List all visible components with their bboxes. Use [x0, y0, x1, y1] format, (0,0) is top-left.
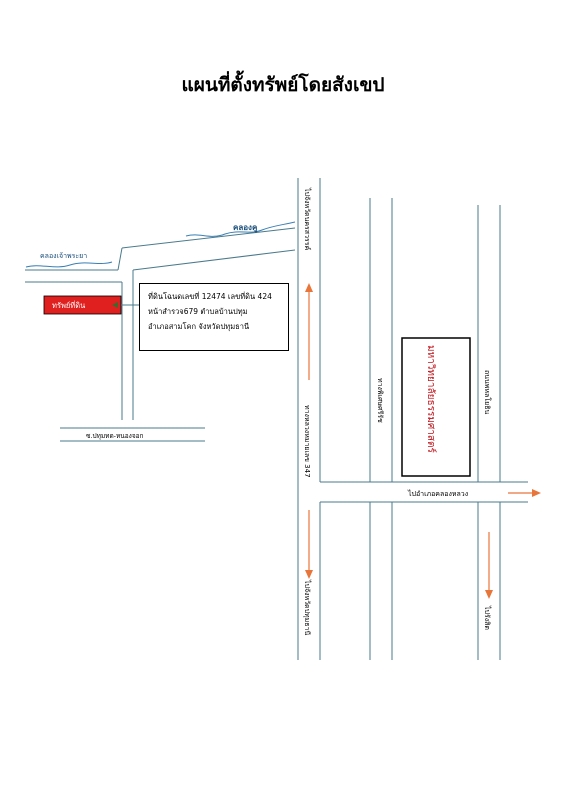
- info-line-district: อำเภอสามโคก จังหวัดปทุมธานี: [148, 322, 250, 331]
- arrow-down-rangsit-icon: [485, 590, 493, 599]
- to-nakhon-sawan-label: ไปจังหวัดนครสวรรค์: [303, 187, 312, 251]
- direction-arrows: [305, 283, 541, 599]
- university-label: มหาวิทยาลัยธรรมศาสตร์: [425, 345, 437, 453]
- info-line-deed: ที่ดินโฉนดเลขที่ 12474 เลขที่ดิน 424: [148, 292, 272, 301]
- road-lines-east: [320, 198, 528, 660]
- river-label: คลองเจ้าพระยา: [40, 252, 87, 260]
- canal-label: คลองคู: [233, 223, 257, 233]
- river-water-line: [25, 261, 113, 268]
- road-rangsit-label: ถนนพหลโยธิน: [483, 370, 492, 414]
- to-khlong-luang-label: ไปอำเภอคลองหลวง: [407, 489, 468, 498]
- to-pathum-thani-label: ไปจังหวัดปทุมธานี: [303, 579, 312, 635]
- info-line-survey: หน้าสำรวจ679 ตำบลบ้านปทุม: [148, 307, 248, 316]
- property-label: ทรัพย์ที่ดิน: [52, 300, 85, 310]
- road-talingchan-label: ทางพิเศษศรีรัช: [376, 378, 384, 423]
- soi-label: ซ.ปทุมทด-หนองจอก: [86, 432, 144, 440]
- university-box: [401, 337, 471, 477]
- to-rangsit-label: ไปรังสิต: [483, 605, 492, 630]
- property-pointer-icon: [112, 302, 118, 308]
- road-347-label: ทางหลวงหมายเลข 347: [303, 405, 311, 478]
- arrow-down-icon: [305, 570, 313, 579]
- arrow-right-icon: [532, 489, 541, 497]
- page-title: แผนที่ตั้งทรัพย์โดยสังเขป: [181, 74, 385, 96]
- canal-water-line: [185, 221, 296, 237]
- road-lines-west: [25, 227, 296, 442]
- road-347-lines: [297, 178, 321, 660]
- arrow-up-icon: [305, 283, 313, 292]
- land-info-box: ที่ดินโฉนดเลขที่ 12474 เลขที่ดิน 424 หน้…: [139, 283, 289, 351]
